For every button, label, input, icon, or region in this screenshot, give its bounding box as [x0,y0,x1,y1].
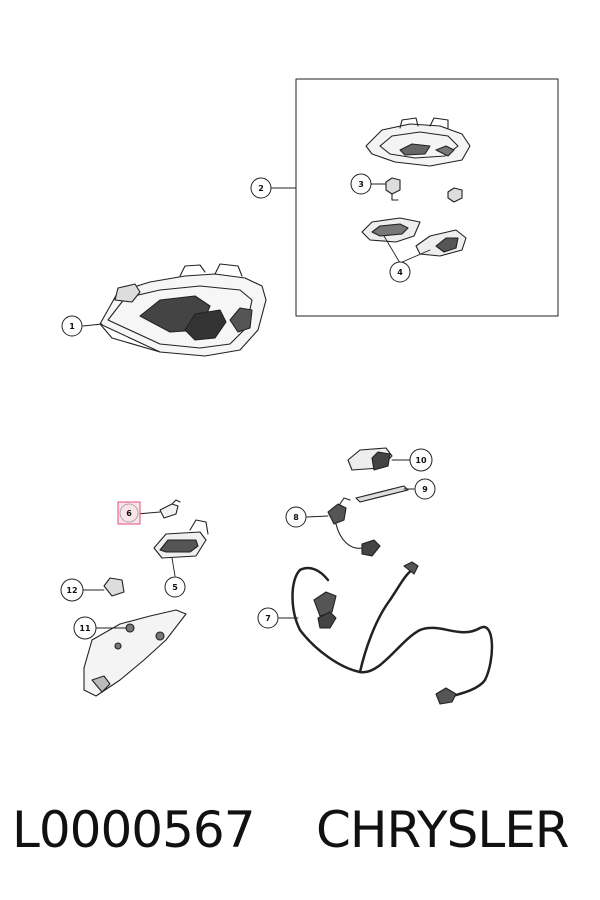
rod-9 [355,485,409,503]
overhead-console-1 [99,263,267,357]
callout-9: 9 [414,478,436,500]
svg-text:2: 2 [258,184,264,193]
leader-lines [82,183,431,629]
callout-7: 7 [257,607,279,629]
svg-text:10: 10 [415,456,427,465]
svg-text:9: 9 [422,485,428,494]
callout-8: 8 [285,506,307,528]
svg-text:12: 12 [66,586,77,595]
wiring-harness-7 [291,566,494,700]
svg-text:6: 6 [126,509,132,518]
svg-text:5: 5 [172,583,178,592]
module-8 [327,497,381,557]
panel-11 [83,609,187,697]
inset-frame [295,78,559,317]
callout-3: 3 [350,173,372,195]
parts-diagram: 1 2 3 4 5 6 7 8 [60,78,559,705]
clip-12 [103,577,125,597]
part-number: L0000567 [12,801,256,859]
harness-connectors-7 [313,561,457,705]
trim-bezel-4 [361,217,467,257]
callout-1: 1 [61,315,83,337]
callout-4: 4 [389,261,411,283]
svg-text:11: 11 [79,624,91,633]
svg-text:7: 7 [265,614,271,623]
svg-text:4: 4 [397,268,403,277]
brand-name: CHRYSLER [316,801,570,859]
callout-12: 12 [60,578,84,602]
svg-text:8: 8 [293,513,299,522]
callouts: 1 2 3 4 5 6 7 8 [60,173,436,640]
callout-11: 11 [73,616,97,640]
bulb-6 [159,499,181,519]
callout-10: 10 [409,448,433,472]
callout-5: 5 [164,576,186,598]
bracket-10 [347,447,393,471]
footer: L0000567 CHRYSLER [0,795,600,865]
svg-text:3: 3 [358,180,364,189]
clip-3 [385,177,463,203]
console-frame-2 [365,117,471,167]
svg-text:1: 1 [69,322,75,331]
callout-2: 2 [250,177,272,199]
callout-6-highlighted: 6 [117,501,141,525]
lamp-housing-5 [153,519,209,559]
